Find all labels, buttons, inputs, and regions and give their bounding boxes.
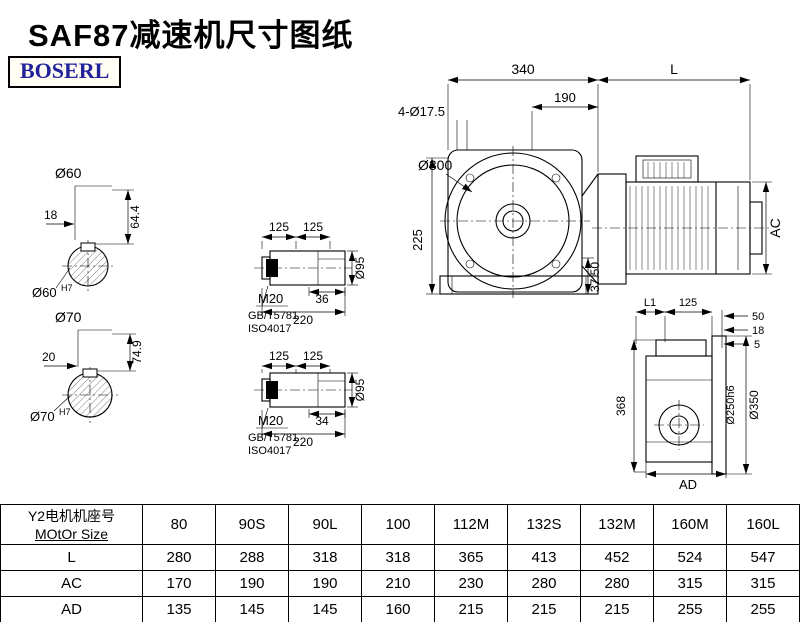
table-cell: 215: [434, 596, 508, 622]
dim-total-length-top: 220: [293, 313, 313, 327]
standard2-bottom: ISO4017: [248, 445, 291, 457]
dim-37-50: 37.50: [588, 262, 602, 292]
dim-190: 190: [554, 90, 576, 105]
table-cell: 210: [361, 570, 435, 597]
boserl-logo: BOSERL: [8, 56, 122, 88]
table-cell: 230: [434, 570, 508, 597]
dim-seg2-top: 125: [303, 220, 323, 234]
table-cell: 288: [215, 544, 289, 571]
dim-key-height-60: 64.4: [128, 205, 142, 229]
size-col-header: 160L: [726, 504, 800, 545]
dim-L1: L1: [644, 297, 656, 309]
dim-key-width-70: 20: [42, 350, 56, 364]
table-cell: 190: [215, 570, 289, 597]
dim-dia70-label: Ø70: [55, 309, 82, 325]
dim-bore70-tolerance: H7: [59, 407, 71, 417]
dim-bore60-tolerance: H7: [61, 283, 73, 293]
table-cell: 170: [142, 570, 216, 597]
dim-bolt-holes: 4-Ø17.5: [398, 104, 445, 119]
dim-AC: AC: [767, 218, 783, 237]
size-col-header: 112M: [434, 504, 508, 545]
table-row-AD: AD 135 145 145 160 215 215 215 255 255: [0, 596, 800, 622]
table-cell: 215: [580, 596, 654, 622]
dimension-table: Y2电机机座号 MOtOr Size 80 90S 90L 100 112M 1…: [0, 504, 800, 622]
technical-drawing: Ø60 18 64.4 Ø60 H7 Ø70 20: [30, 61, 783, 492]
table-row-AC: AC 170 190 190 210 230 280 280 315 315: [0, 570, 800, 597]
size-col-header: 160M: [653, 504, 727, 545]
row-label: L: [0, 544, 143, 571]
dim-dia95-bottom: Ø95: [353, 378, 367, 401]
thread-callout-bottom: M20: [258, 413, 283, 428]
table-cell: 135: [142, 596, 216, 622]
dim-bore60-label: Ø60: [32, 285, 57, 300]
table-row-L: L 280 288 318 318 365 413 452 524 547: [0, 544, 800, 571]
size-col-header: 132S: [507, 504, 581, 545]
row-label: AD: [0, 596, 143, 622]
dim-key-length-top: 36: [315, 292, 329, 306]
dim-5: 5: [754, 339, 760, 351]
dim-AD: AD: [679, 477, 697, 492]
dim-seg2-bottom: 125: [303, 349, 323, 363]
dim-125-side: 125: [679, 297, 697, 309]
table-cell: 452: [580, 544, 654, 571]
dim-225: 225: [410, 229, 425, 251]
dim-seg1-top: 125: [269, 220, 289, 234]
dim-dia95-top: Ø95: [353, 256, 367, 279]
table-cell: 413: [507, 544, 581, 571]
dim-key-height-70: 74.9: [130, 340, 144, 364]
shaft-section-view-top: 125 125 M20 GB/T5781 ISO4017 36: [248, 220, 367, 335]
dim-total-length-bottom: 220: [293, 435, 313, 449]
table-cell: 280: [580, 570, 654, 597]
shaft-end-view-60: Ø60 18 64.4 Ø60 H7: [32, 165, 142, 300]
gearbox-front-view: 340 L 190 4-Ø17.5 Ø300: [398, 61, 783, 298]
table-cell: 315: [653, 570, 727, 597]
dim-18-side: 18: [752, 325, 764, 337]
table-cell: 255: [653, 596, 727, 622]
table-cell: 255: [726, 596, 800, 622]
table-cell: 280: [142, 544, 216, 571]
size-col-header: 132M: [580, 504, 654, 545]
size-col-header: 90S: [215, 504, 289, 545]
dim-50: 50: [752, 311, 764, 323]
dim-key-length-bottom: 34: [315, 414, 329, 428]
dim-spigot-250h6: Ø250h6: [725, 385, 737, 424]
table-cell: 318: [288, 544, 362, 571]
motor-size-header-cell: Y2电机机座号 MOtOr Size: [0, 504, 143, 545]
motor-size-header-cn: Y2电机机座号: [27, 507, 116, 524]
dim-bore70-label: Ø70: [30, 409, 55, 424]
dim-seg1-bottom: 125: [269, 349, 289, 363]
gearbox-side-view: L1 125 50 18 5: [614, 297, 764, 492]
dim-key-width-60: 18: [44, 208, 58, 222]
table-cell: 365: [434, 544, 508, 571]
table-header-row: Y2电机机座号 MOtOr Size 80 90S 90L 100 112M 1…: [0, 504, 800, 545]
table-cell: 280: [507, 570, 581, 597]
dim-flange-350: Ø350: [747, 390, 761, 420]
table-cell: 315: [726, 570, 800, 597]
table-cell: 318: [361, 544, 435, 571]
dim-flange-dia-300: Ø300: [418, 157, 452, 173]
table-cell: 547: [726, 544, 800, 571]
motor-size-header-en: MOtOr Size: [34, 525, 109, 542]
table-cell: 145: [288, 596, 362, 622]
standard2-top: ISO4017: [248, 323, 291, 335]
shaft-section-view-bottom: 125 125 M20 GB/T5781 ISO4017 34: [248, 349, 367, 457]
row-label: AC: [0, 570, 143, 597]
page-title: SAF87减速机尺寸图纸: [28, 18, 354, 53]
dim-dia60-label: Ø60: [55, 165, 82, 181]
size-col-header: 100: [361, 504, 435, 545]
dim-L: L: [670, 61, 678, 77]
table-cell: 524: [653, 544, 727, 571]
table-cell: 160: [361, 596, 435, 622]
table-cell: 190: [288, 570, 362, 597]
table-cell: 145: [215, 596, 289, 622]
size-col-header: 90L: [288, 504, 362, 545]
table-cell: 215: [507, 596, 581, 622]
thread-callout-top: M20: [258, 291, 283, 306]
size-col-header: 80: [142, 504, 216, 545]
shaft-end-view-70: Ø70 20 74.9 Ø70 H7: [30, 309, 144, 424]
dim-340: 340: [511, 61, 535, 77]
dim-368: 368: [614, 396, 628, 416]
